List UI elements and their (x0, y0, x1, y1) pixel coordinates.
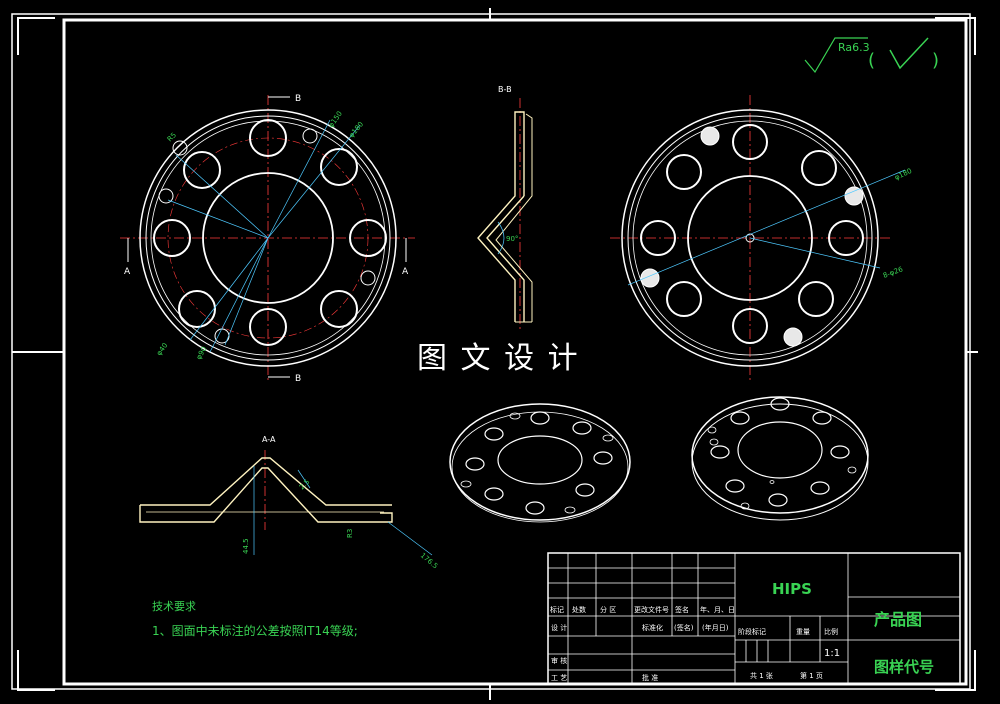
watermark-text: 图 文 设 计 (417, 341, 580, 376)
front-section-b-top: B (295, 94, 301, 104)
tb-sheet-number: 第 1 页 (800, 671, 823, 680)
tb-date: (年月日) (702, 623, 729, 632)
tb-label-count: 处数 (572, 605, 586, 614)
front-dim-d1: φ150 (327, 110, 344, 129)
corner-mark-tr (935, 17, 976, 55)
back-dim-d: φ180 (893, 167, 913, 182)
tb-weight: 重量 (796, 628, 810, 636)
corner-mark-tl (17, 17, 55, 55)
tb-check: 审 核 (551, 656, 567, 665)
notes-heading: 技术要求 (152, 600, 196, 613)
tb-label-date: 年、月、日 (700, 605, 735, 614)
front-view: B B A A φ150 φ180 φ40 φ90 R5 (120, 94, 415, 384)
tb-sheets-total: 共 1 张 (750, 671, 773, 680)
tb-design: 设 计 (551, 623, 567, 632)
front-section-b-bottom: B (295, 374, 301, 384)
front-dim-d3: φ40 (155, 341, 169, 357)
tb-drawing-name: 产品图 (874, 610, 922, 629)
tb-stage-mark: 阶段标记 (738, 627, 766, 636)
notes-line-1: 1、图面中未标注的公差按照IT14等级; (152, 623, 358, 638)
tb-label-sign: 签名 (675, 605, 689, 614)
tb-label-zone: 分 区 (600, 605, 616, 614)
front-dim-d2: φ180 (347, 120, 365, 139)
roughness-close-paren: ) (932, 50, 939, 71)
tb-label-change: 更改文件号 (634, 605, 669, 614)
tb-approve: 批 准 (642, 673, 658, 682)
back-view: φ180 8-φ26 (610, 95, 913, 380)
tb-process: 工 艺 (551, 674, 567, 682)
front-dim-d4: φ90 (195, 345, 209, 361)
title-block: 标记 处数 分 区 更改文件号 签名 年、月、日 设 计 标准化 (签名) (年… (547, 552, 961, 685)
section-bb-angle: 90° (506, 235, 518, 243)
section-aa-height: 44.5 (242, 538, 250, 554)
roughness-value: Ra6.3 (838, 41, 870, 54)
section-aa-width: 176.5 (419, 551, 439, 570)
isometric-view-bottom (691, 396, 869, 521)
corner-mark-bl (17, 650, 55, 691)
section-aa-title: A-A (262, 435, 276, 444)
tb-material: HIPS (772, 580, 812, 598)
front-section-a-left: A (124, 267, 131, 277)
corner-mark-br (935, 650, 976, 691)
section-bb-title: B-B (498, 85, 512, 94)
tb-standard: 标准化 (642, 623, 663, 632)
section-bb-view: B-B 90° (477, 85, 533, 330)
tb-sign: (签名) (674, 623, 694, 632)
back-dim-holes: 8-φ26 (882, 265, 905, 280)
isometric-view-top (449, 403, 631, 523)
roughness-open-paren: ( (868, 50, 875, 71)
tb-scale-label: 比例 (824, 627, 838, 636)
tb-label-mark: 标记 (550, 605, 564, 614)
section-aa-view: A-A 44.5 2.5 R3 176.5 (139, 435, 439, 570)
front-section-a-right: A (402, 267, 409, 277)
tb-drawing-code: 图样代号 (874, 658, 934, 676)
tb-scale-value: 1:1 (824, 648, 840, 659)
section-aa-radius: R3 (346, 529, 354, 538)
section-aa-thickness: 2.5 (298, 478, 312, 492)
roughness-symbol: Ra6.3 ( ) (804, 37, 939, 74)
